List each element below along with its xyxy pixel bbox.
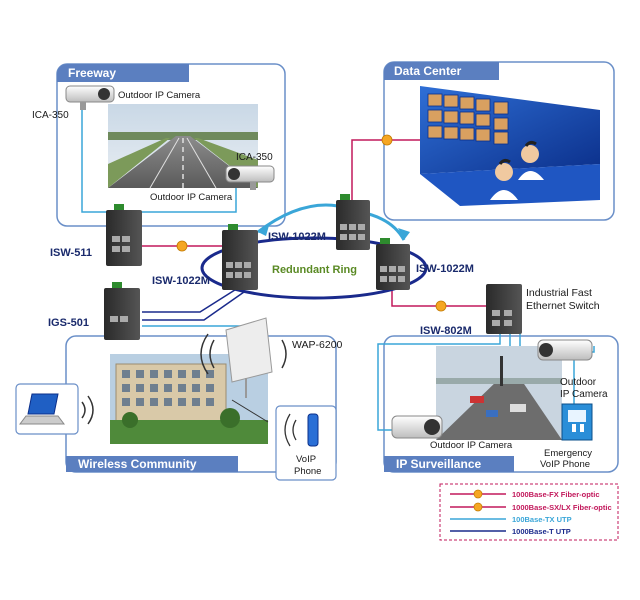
ip-surveillance-zone: IP Surveillance — [383, 335, 619, 473]
voip-label-1: VoIP — [296, 454, 316, 465]
legend: 1000Base-FX Fiber-optic 1000Base-SX/LX F… — [439, 483, 619, 541]
surveillance-camera-top-label-1: Outdoor — [560, 377, 597, 388]
ica350-bottom-label: ICA-350 — [236, 152, 273, 163]
fiber-badge-icon — [176, 240, 188, 252]
surveillance-camera-bottom-icon — [391, 415, 443, 439]
legend-label: 100Base-TX UTP — [512, 515, 572, 524]
legend-item: 1000Base-FX Fiber-optic — [450, 489, 600, 499]
redundant-ring-label: Redundant Ring — [272, 264, 357, 276]
legend-label: 1000Base-SX/LX Fiber-optic — [512, 503, 612, 512]
ica350-top-label: ICA-350 — [32, 110, 69, 121]
wap6200-access-point-icon — [200, 317, 287, 398]
surveillance-photo — [436, 346, 562, 440]
wireless-community-title: Wireless Community — [78, 457, 197, 471]
emergency-label-1: Emergency — [544, 448, 592, 459]
outdoor-camera-top-label: Outdoor IP Camera — [118, 90, 201, 101]
isw802m-switch-icon — [486, 284, 522, 334]
outdoor-camera-top-icon — [65, 85, 115, 110]
isw511-label: ISW-511 — [50, 247, 92, 259]
fiber-badges — [176, 134, 447, 312]
igs501-switch-icon — [104, 282, 140, 340]
surveillance-camera-bottom-label: Outdoor IP Camera — [430, 440, 513, 451]
outdoor-camera-bottom-label: Outdoor IP Camera — [150, 192, 233, 203]
voip-label-2: Phone — [294, 466, 321, 477]
isw1022m-top-label: ISW-1022M — [268, 231, 326, 243]
industrial-switch-label-1: Industrial Fast — [526, 287, 592, 299]
isw1022m-right-switch-icon — [376, 238, 410, 290]
emergency-label-2: VoIP Phone — [540, 459, 590, 470]
isw1022m-left-label: ISW-1022M — [152, 275, 210, 287]
fiber-badge-icon — [381, 134, 393, 146]
outdoor-camera-bottom-icon — [225, 165, 275, 190]
data-center-zone: Data Center — [383, 61, 615, 221]
surveillance-camera-top-label-2: IP Camera — [560, 389, 608, 400]
igs501-label: IGS-501 — [48, 317, 89, 329]
legend-item: 100Base-TX UTP — [450, 515, 572, 524]
voip-phone-card: VoIP Phone — [275, 405, 337, 481]
data-center-image — [420, 86, 600, 206]
freeway-title: Freeway — [68, 66, 116, 80]
data-center-title: Data Center — [394, 64, 462, 78]
freeway-photo — [108, 104, 258, 189]
redundant-ring: Redundant Ring — [200, 203, 428, 300]
isw802m-label: ISW-802M — [420, 325, 472, 337]
legend-item: 1000Base-SX/LX Fiber-optic — [450, 502, 612, 512]
isw1022m-right-label: ISW-1022M — [416, 263, 474, 275]
wireless-community-zone: Wireless Community — [65, 335, 337, 473]
legend-label: 1000Base-FX Fiber-optic — [512, 490, 600, 499]
industrial-switch-label-2: Ethernet Switch — [526, 300, 600, 312]
isw511-switch-icon — [106, 204, 142, 266]
laptop-icon — [15, 383, 94, 435]
fiber-badge-icon — [435, 300, 447, 312]
voip-phone-icon — [307, 413, 319, 447]
ip-surveillance-title: IP Surveillance — [396, 457, 481, 471]
legend-label: 1000Base-T UTP — [512, 527, 571, 536]
surveillance-camera-top-icon — [537, 339, 593, 361]
legend-item: 1000Base-T UTP — [450, 527, 571, 536]
isw1022m-top-switch-icon — [336, 194, 370, 250]
emergency-phone-icon — [561, 403, 593, 441]
freeway-zone: Freeway — [56, 63, 286, 227]
isw1022m-left-switch-icon — [222, 224, 258, 290]
wap6200-label: WAP-6200 — [292, 339, 343, 351]
